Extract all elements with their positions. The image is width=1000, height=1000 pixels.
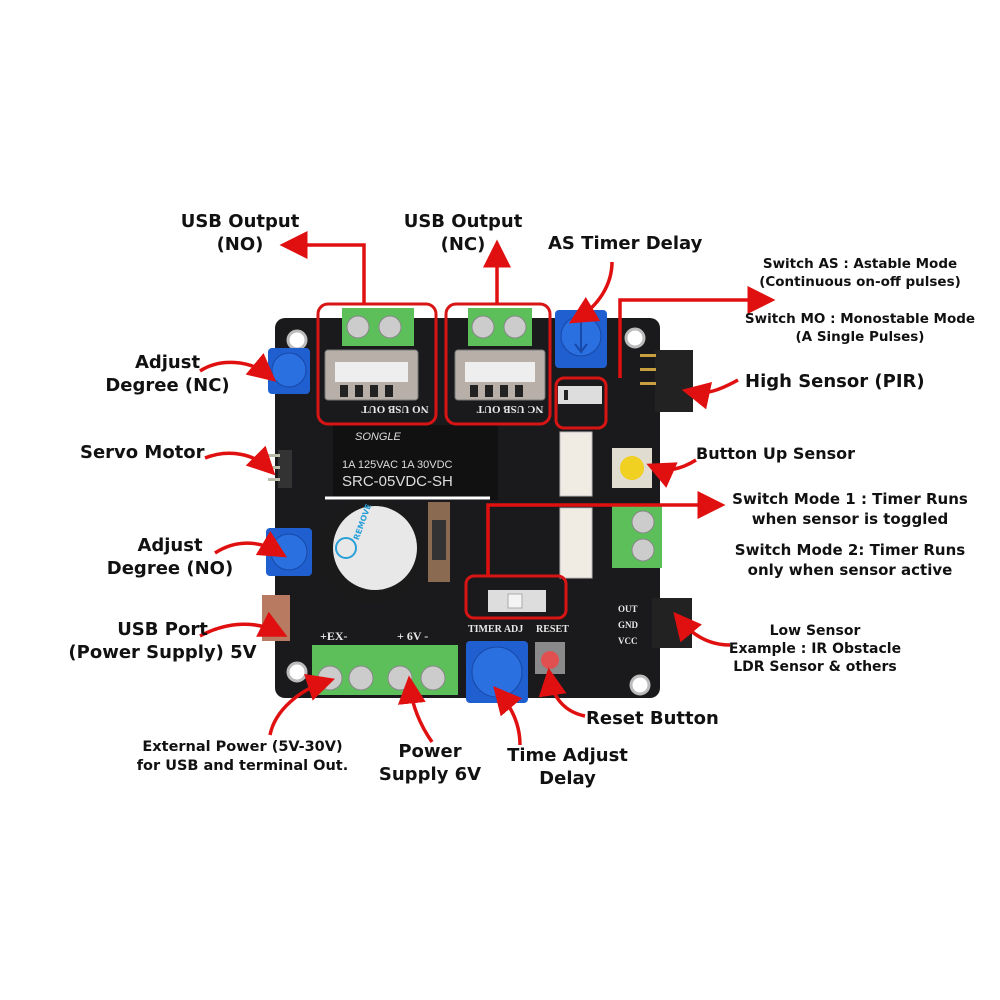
arrow-button-up — [646, 458, 697, 488]
silk-no-usb-out: NO USB OUT — [361, 403, 429, 415]
arrow-adjust-no — [214, 530, 288, 558]
label-servo-motor: Servo Motor — [80, 442, 205, 463]
as-mo-switch — [558, 386, 602, 404]
label-switch-as: Switch AS : Astable Mode(Continuous on-o… — [759, 256, 961, 290]
svg-text:+ 6V -: + 6V - — [397, 629, 428, 643]
reset-button-component — [535, 642, 565, 674]
svg-text:OUT: OUT — [618, 604, 638, 614]
contact-terminal — [612, 506, 662, 568]
arrow-time-adjust — [493, 686, 523, 746]
arrow-low-sensor — [673, 611, 731, 647]
label-reset-button: Reset Button — [586, 708, 719, 729]
highlight-box-usb-no — [316, 302, 438, 426]
label-usb-output-nc: USB Output(NC) — [403, 211, 523, 256]
label-usb-port: USB Port(Power Supply) 5V — [68, 619, 257, 664]
highlight-box-as-mo — [554, 376, 608, 430]
mounting-hole — [624, 327, 646, 349]
jst-connector-top — [559, 431, 593, 497]
svg-text:+EX-: +EX- — [320, 629, 348, 643]
pot-nc — [268, 348, 310, 394]
relay: SONGLE 1A 125VAC 1A 30VDC SRC-05VDC-SH — [333, 425, 498, 500]
label-external-power: External Power (5V-30V)for USB and termi… — [136, 739, 349, 774]
arrow-external-power — [268, 674, 335, 736]
arrow-usb-no — [279, 231, 366, 304]
silk-reset: RESET — [536, 624, 569, 635]
highlight-box-mode — [464, 574, 568, 620]
arrow-servo — [204, 445, 276, 476]
buzzer: REMOVE — [318, 500, 422, 604]
svg-text:SONGLE: SONGLE — [355, 431, 402, 443]
button-up-sensor-component — [612, 448, 652, 488]
arrow-usb-port — [199, 611, 288, 638]
mode-switch — [488, 590, 546, 612]
arrow-as-mo — [618, 286, 776, 378]
label-switch-mo: Switch MO : Monostable Mode(A Single Pul… — [744, 311, 976, 345]
silk-nc-usb-out: NC USB OUT — [476, 403, 543, 415]
pot-no — [266, 528, 312, 576]
svg-text:1A 125VAC 1A 30VDC: 1A 125VAC 1A 30VDC — [342, 459, 453, 471]
pot-as-timer — [555, 310, 607, 368]
jst-connector-bottom — [559, 507, 593, 579]
silk-timer-adj: TIMER ADJ — [468, 624, 523, 635]
label-usb-output-no: USB Output(NO) — [180, 211, 300, 256]
label-as-timer-delay: AS Timer Delay — [548, 233, 703, 254]
low-sensor-header — [652, 598, 692, 648]
usb-output-no-component — [324, 308, 419, 401]
arrow-power-6v — [397, 675, 434, 744]
arrow-high-sensor — [681, 378, 739, 410]
mounting-hole — [629, 674, 651, 696]
arrow-mode — [486, 491, 726, 576]
bottom-terminals — [312, 645, 458, 695]
arrow-adjust-nc — [199, 353, 277, 382]
svg-text:SRC-05VDC-SH: SRC-05VDC-SH — [342, 473, 453, 490]
arrow-as-timer — [568, 261, 614, 324]
mounting-hole — [286, 661, 308, 683]
svg-text:GND: GND — [618, 620, 639, 630]
servo-header — [268, 450, 292, 488]
arrow-reset — [538, 667, 586, 718]
label-high-sensor: High Sensor (PIR) — [745, 371, 925, 392]
pot-timer-adj — [466, 641, 528, 703]
label-button-up-sensor: Button Up Sensor — [696, 444, 856, 463]
svg-text:VCC: VCC — [618, 636, 638, 646]
mounting-hole — [286, 329, 308, 351]
pir-header — [655, 350, 693, 412]
usb-output-nc-component — [454, 308, 546, 401]
